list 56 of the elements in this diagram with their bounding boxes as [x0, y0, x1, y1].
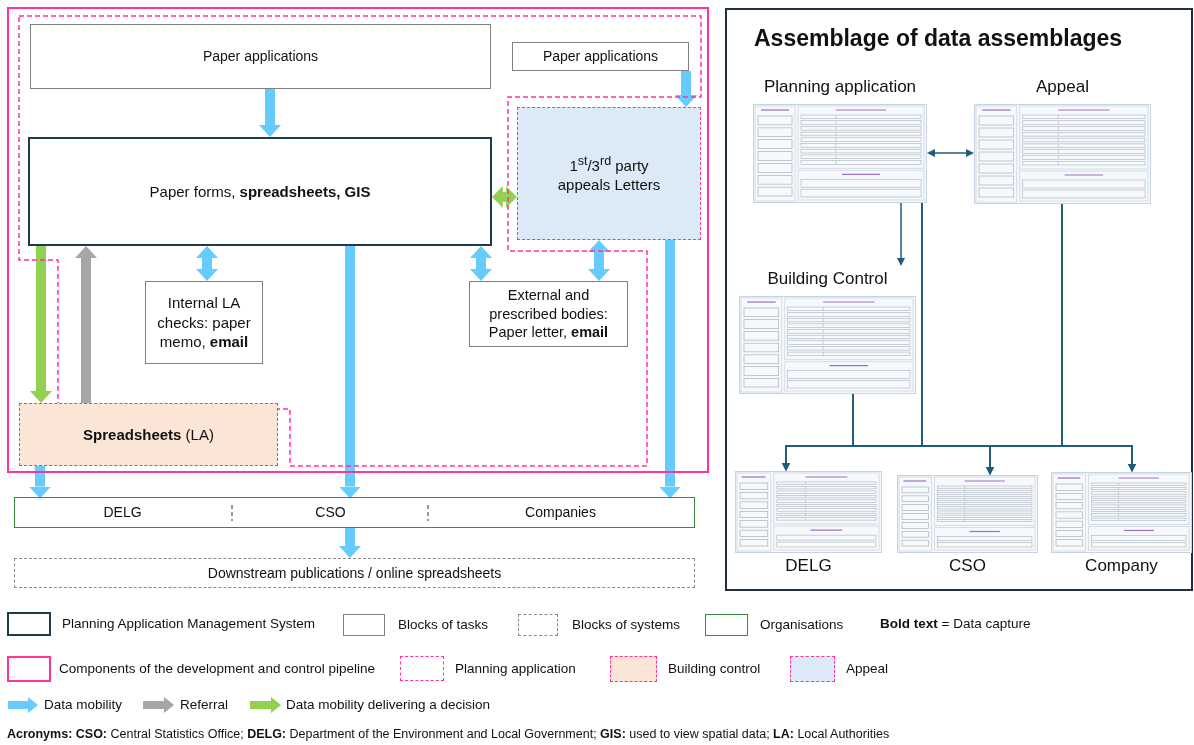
legend-text: Referral [180, 696, 228, 714]
arrow [897, 202, 905, 266]
thumbnail-heading: CSO [949, 555, 986, 577]
legend-text: Data mobility [44, 696, 123, 714]
legend-text: Planning application [455, 659, 576, 678]
block-arrow [492, 186, 517, 208]
legend-text: Planning Application Management System [62, 615, 315, 633]
legend-text: Blocks of tasks [398, 616, 489, 634]
block-arrow [196, 246, 218, 281]
legend-text: Organisations [760, 616, 844, 634]
box-text: Paper applications [202, 47, 319, 66]
box-text: Internal LA checks: paper memo, email [156, 293, 252, 352]
acronyms-note: Acronyms: CSO: Central Statistics Office; DELG: Department of the Environment and Local Government; GIS: used to view spatial data; LA: Local Authorities [7, 727, 890, 741]
system-box [28, 137, 492, 246]
block-arrow [75, 246, 97, 403]
task-box [512, 42, 689, 71]
task-box [30, 24, 491, 89]
systems-box [14, 558, 695, 588]
box-text: Paper forms, spreadsheets, GIS [149, 181, 371, 202]
box-text: Spreadsheets (LA) [83, 424, 214, 445]
task-box [145, 281, 263, 364]
block-arrow [30, 246, 52, 403]
legend-text: Appeal [846, 660, 889, 678]
box-text: Paper applications [542, 47, 659, 66]
thumbnail-heading: DELG [785, 555, 832, 577]
thumbnail-heading: Planning application [763, 76, 917, 98]
organisation-label: DELG [103, 502, 142, 522]
thumbnail-heading: Company [1085, 555, 1158, 577]
organisations-bar [14, 497, 695, 528]
thumbnail-heading: Appeal [1036, 76, 1089, 98]
panel [725, 8, 1193, 591]
block-arrow [339, 246, 361, 499]
legend-text: Blocks of systems [572, 616, 681, 634]
legend-text: Components of the development and control pipeline [59, 660, 375, 678]
block-arrow [675, 71, 697, 107]
block-arrow [588, 240, 610, 281]
thumbnail-heading: Building Control [767, 268, 888, 290]
arrow [1061, 203, 1136, 472]
organisation-label: CSO [315, 502, 346, 522]
legend-text: Building control [668, 660, 761, 678]
organisation-label: Companies [525, 502, 596, 522]
building-control-box [19, 403, 278, 466]
task-box [469, 281, 628, 347]
box-text: 1$^{st}$/3$^{rd}$ party appeals Letters [556, 152, 662, 195]
block-arrow [259, 89, 281, 137]
note-text: Bold text = Data capture [880, 616, 1031, 631]
legend-text: Data mobility delivering a decision [286, 696, 491, 714]
panel-title: Assemblage of data assemblages [754, 24, 1123, 53]
block-arrow [470, 246, 492, 281]
block-arrow [659, 240, 681, 499]
block-arrow [339, 528, 361, 558]
box-text: Downstream publications / online spreadsheets [207, 563, 502, 583]
appeal-box [517, 107, 701, 240]
box-text: External and prescribed bodies: Paper letter, email [487, 285, 610, 343]
arrow [927, 149, 974, 157]
block-arrow [29, 466, 51, 499]
